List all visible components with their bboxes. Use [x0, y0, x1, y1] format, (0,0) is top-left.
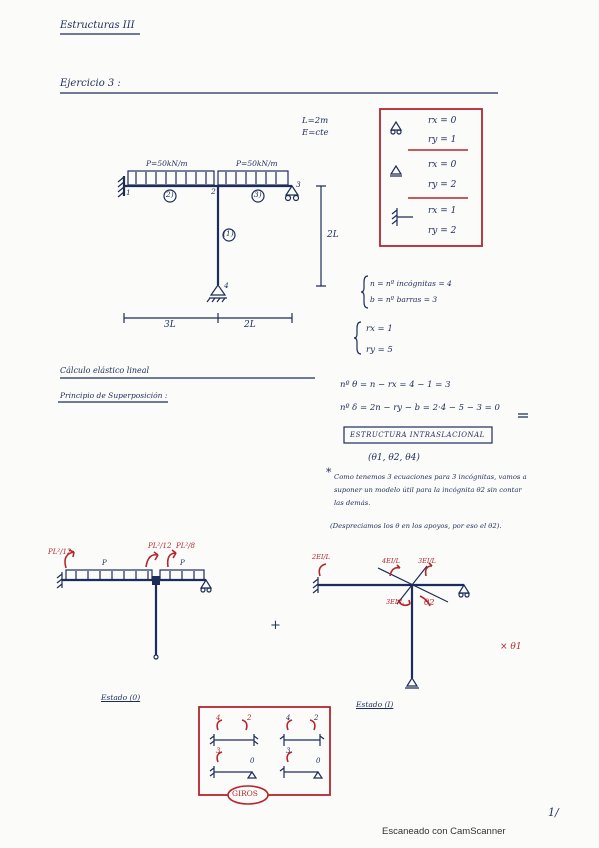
load-right-label: P=50kN/m [236, 159, 278, 168]
estado0-moment-1: PL²/12 [48, 548, 72, 556]
giros-value-c: 4 [286, 714, 291, 722]
page-number: 1/ [548, 806, 559, 819]
estado-0-diagram [56, 549, 213, 660]
plus-sign: + [270, 618, 281, 633]
method-title: Cálculo elástico lineal [60, 366, 150, 375]
legend-roller-rx: rx = 0 [428, 116, 457, 126]
roller-support-3 [284, 184, 300, 196]
dim-height-label: 2L [327, 230, 339, 240]
note-line-1: Como tenemos 3 ecuaciones para 3 incógni… [334, 473, 527, 481]
brace-r [353, 321, 362, 355]
legend-pin-rx: rx = 0 [428, 160, 457, 170]
estado1-moment-2: 4EI/L [382, 557, 400, 565]
estado0-load-1: P [102, 559, 107, 567]
giros-value-h: 0 [316, 757, 321, 765]
dim-right-label: 2L [244, 320, 256, 330]
giros-label-oval [227, 785, 269, 805]
count-b: b = nº barras = 3 [370, 295, 438, 304]
count-theta: nº θ = n − rx = 4 − 1 = 3 [340, 380, 451, 390]
giros-value-d: 2 [314, 714, 319, 722]
support-legend-box [379, 108, 483, 247]
note-line-3: las demás. [334, 499, 371, 507]
estado1-moment-4: 3EI/L [386, 598, 404, 606]
structure-type: Estructura intraslacional [350, 431, 485, 439]
giros-mini-diagrams [209, 719, 325, 779]
node-3: 3 [296, 180, 301, 189]
estado0-load-2: P [180, 559, 185, 567]
dim-horizontal [123, 313, 293, 323]
giros-value-a: 4 [216, 714, 221, 722]
pin-icon [389, 164, 403, 177]
dim-vertical [316, 185, 326, 287]
giros-value-b: 2 [247, 714, 252, 722]
legend-fixed-ry: ry = 2 [428, 226, 457, 236]
load-left-label: P=50kN/m [146, 159, 188, 168]
count-ry: ry = 5 [366, 345, 393, 355]
node-2: 2 [211, 187, 216, 196]
pin-support-4 [206, 283, 227, 303]
giros-value-e: 3 [216, 747, 221, 755]
dim-left-label: 3L [164, 320, 176, 330]
estado0-caption: Estado (0) [101, 693, 141, 702]
structure-type-box [343, 426, 493, 444]
load-left [127, 170, 215, 186]
fixed-icon [391, 208, 413, 226]
note-line-2: suponer un modelo útil para la incógnita… [334, 486, 522, 494]
giros-value-f: 0 [250, 757, 255, 765]
scanner-watermark: Escaneado con CamScanner [382, 826, 506, 837]
method-principle: Principio de Superposición : [60, 391, 168, 400]
main-frame [117, 170, 326, 323]
modulus-definition: E=cte [302, 128, 329, 138]
legend-roller-ry: ry = 1 [428, 135, 457, 145]
estado0-moment-3: PL²/8 [176, 542, 195, 550]
giros-value-g: 3 [286, 747, 291, 755]
estado1-theta2: θ2 [424, 598, 435, 608]
node-1: 1 [126, 188, 131, 197]
length-definition: L=2m [302, 116, 329, 126]
count-rx: rx = 1 [366, 324, 393, 334]
bar-label-3: (3) [251, 190, 262, 199]
brace-n-b [360, 275, 369, 309]
estado1-caption: Estado (I) [356, 700, 394, 709]
roller-icon [389, 120, 403, 131]
giros-label: GIROS [232, 789, 258, 798]
estado1-moment-3: 3EI/L [418, 557, 436, 565]
estado1-moment-1: 2EI/L [312, 553, 330, 561]
legend-pin-ry: ry = 2 [428, 180, 457, 190]
node-4: 4 [224, 281, 229, 290]
bar-label-1: (1) [223, 229, 234, 238]
estado0-moment-2: PL²/12 [148, 542, 172, 550]
asterisk-mark: * [326, 466, 332, 479]
legend-fixed-rx: rx = 1 [428, 206, 457, 216]
count-n: n = nº incógnitas = 4 [370, 279, 452, 288]
page-title: Estructuras III [60, 20, 135, 31]
estado-1-diagram [312, 562, 471, 689]
bar-label-2: (2) [163, 190, 174, 199]
estado1-factor: × θ1 [500, 642, 522, 652]
note-line-4: (Despreciamos los θ en los apoyos, por e… [330, 522, 502, 530]
count-delta: nº δ = 2n − ry − b = 2·4 − 5 − 3 = 0 [340, 403, 500, 413]
exercise-heading: Ejercicio 3 : [60, 78, 121, 89]
unknowns-set: (θ1, θ2, θ4) [368, 453, 420, 463]
load-right [217, 170, 289, 186]
